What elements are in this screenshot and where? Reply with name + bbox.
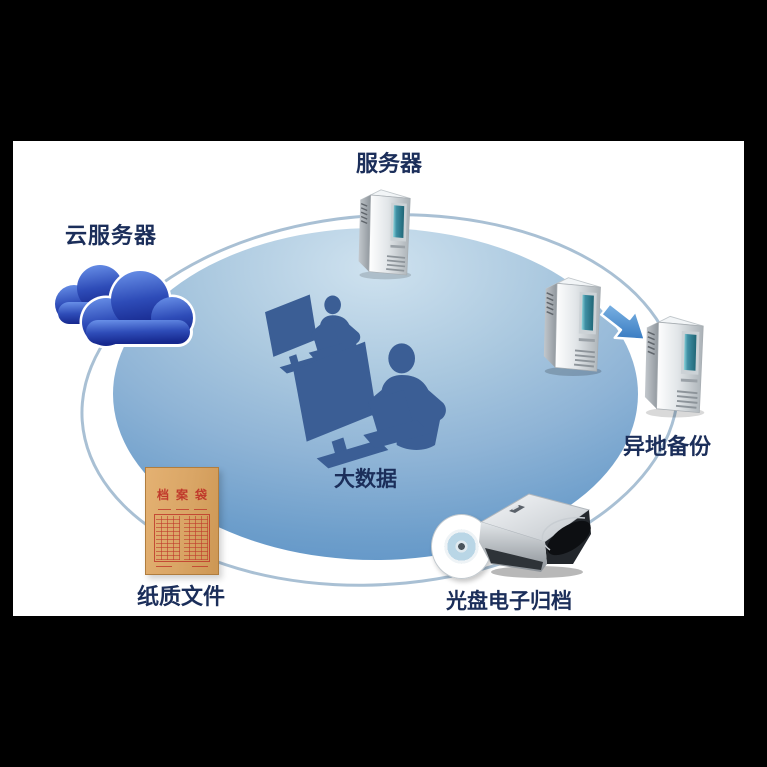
person-computer-icon-large bbox=[293, 341, 446, 469]
cloud-server-icon bbox=[55, 265, 196, 349]
label-paper-document: 纸质文件 bbox=[137, 584, 226, 609]
backup-arrow-icon bbox=[599, 302, 647, 342]
server-icon-inner bbox=[543, 277, 602, 376]
folder-grid bbox=[154, 514, 210, 562]
disc-printer-icon bbox=[479, 493, 591, 578]
label-top-server: 服务器 bbox=[356, 151, 423, 176]
folder-flap bbox=[218, 468, 229, 576]
label-offsite-backup: 异地备份 bbox=[623, 434, 712, 459]
label-cloud-server: 云服务器 bbox=[65, 223, 158, 248]
folder-title: 档案袋 bbox=[156, 488, 214, 502]
folder-field-lines bbox=[155, 509, 209, 510]
server-icon-offsite bbox=[644, 315, 705, 418]
label-big-data: 大数据 bbox=[334, 468, 397, 491]
label-disc-archive: 光盘电子归档 bbox=[446, 590, 572, 613]
server-icon bbox=[358, 189, 412, 280]
paper-folder-icon: 档案袋 bbox=[145, 467, 219, 575]
folder-footer-lines bbox=[156, 566, 208, 567]
